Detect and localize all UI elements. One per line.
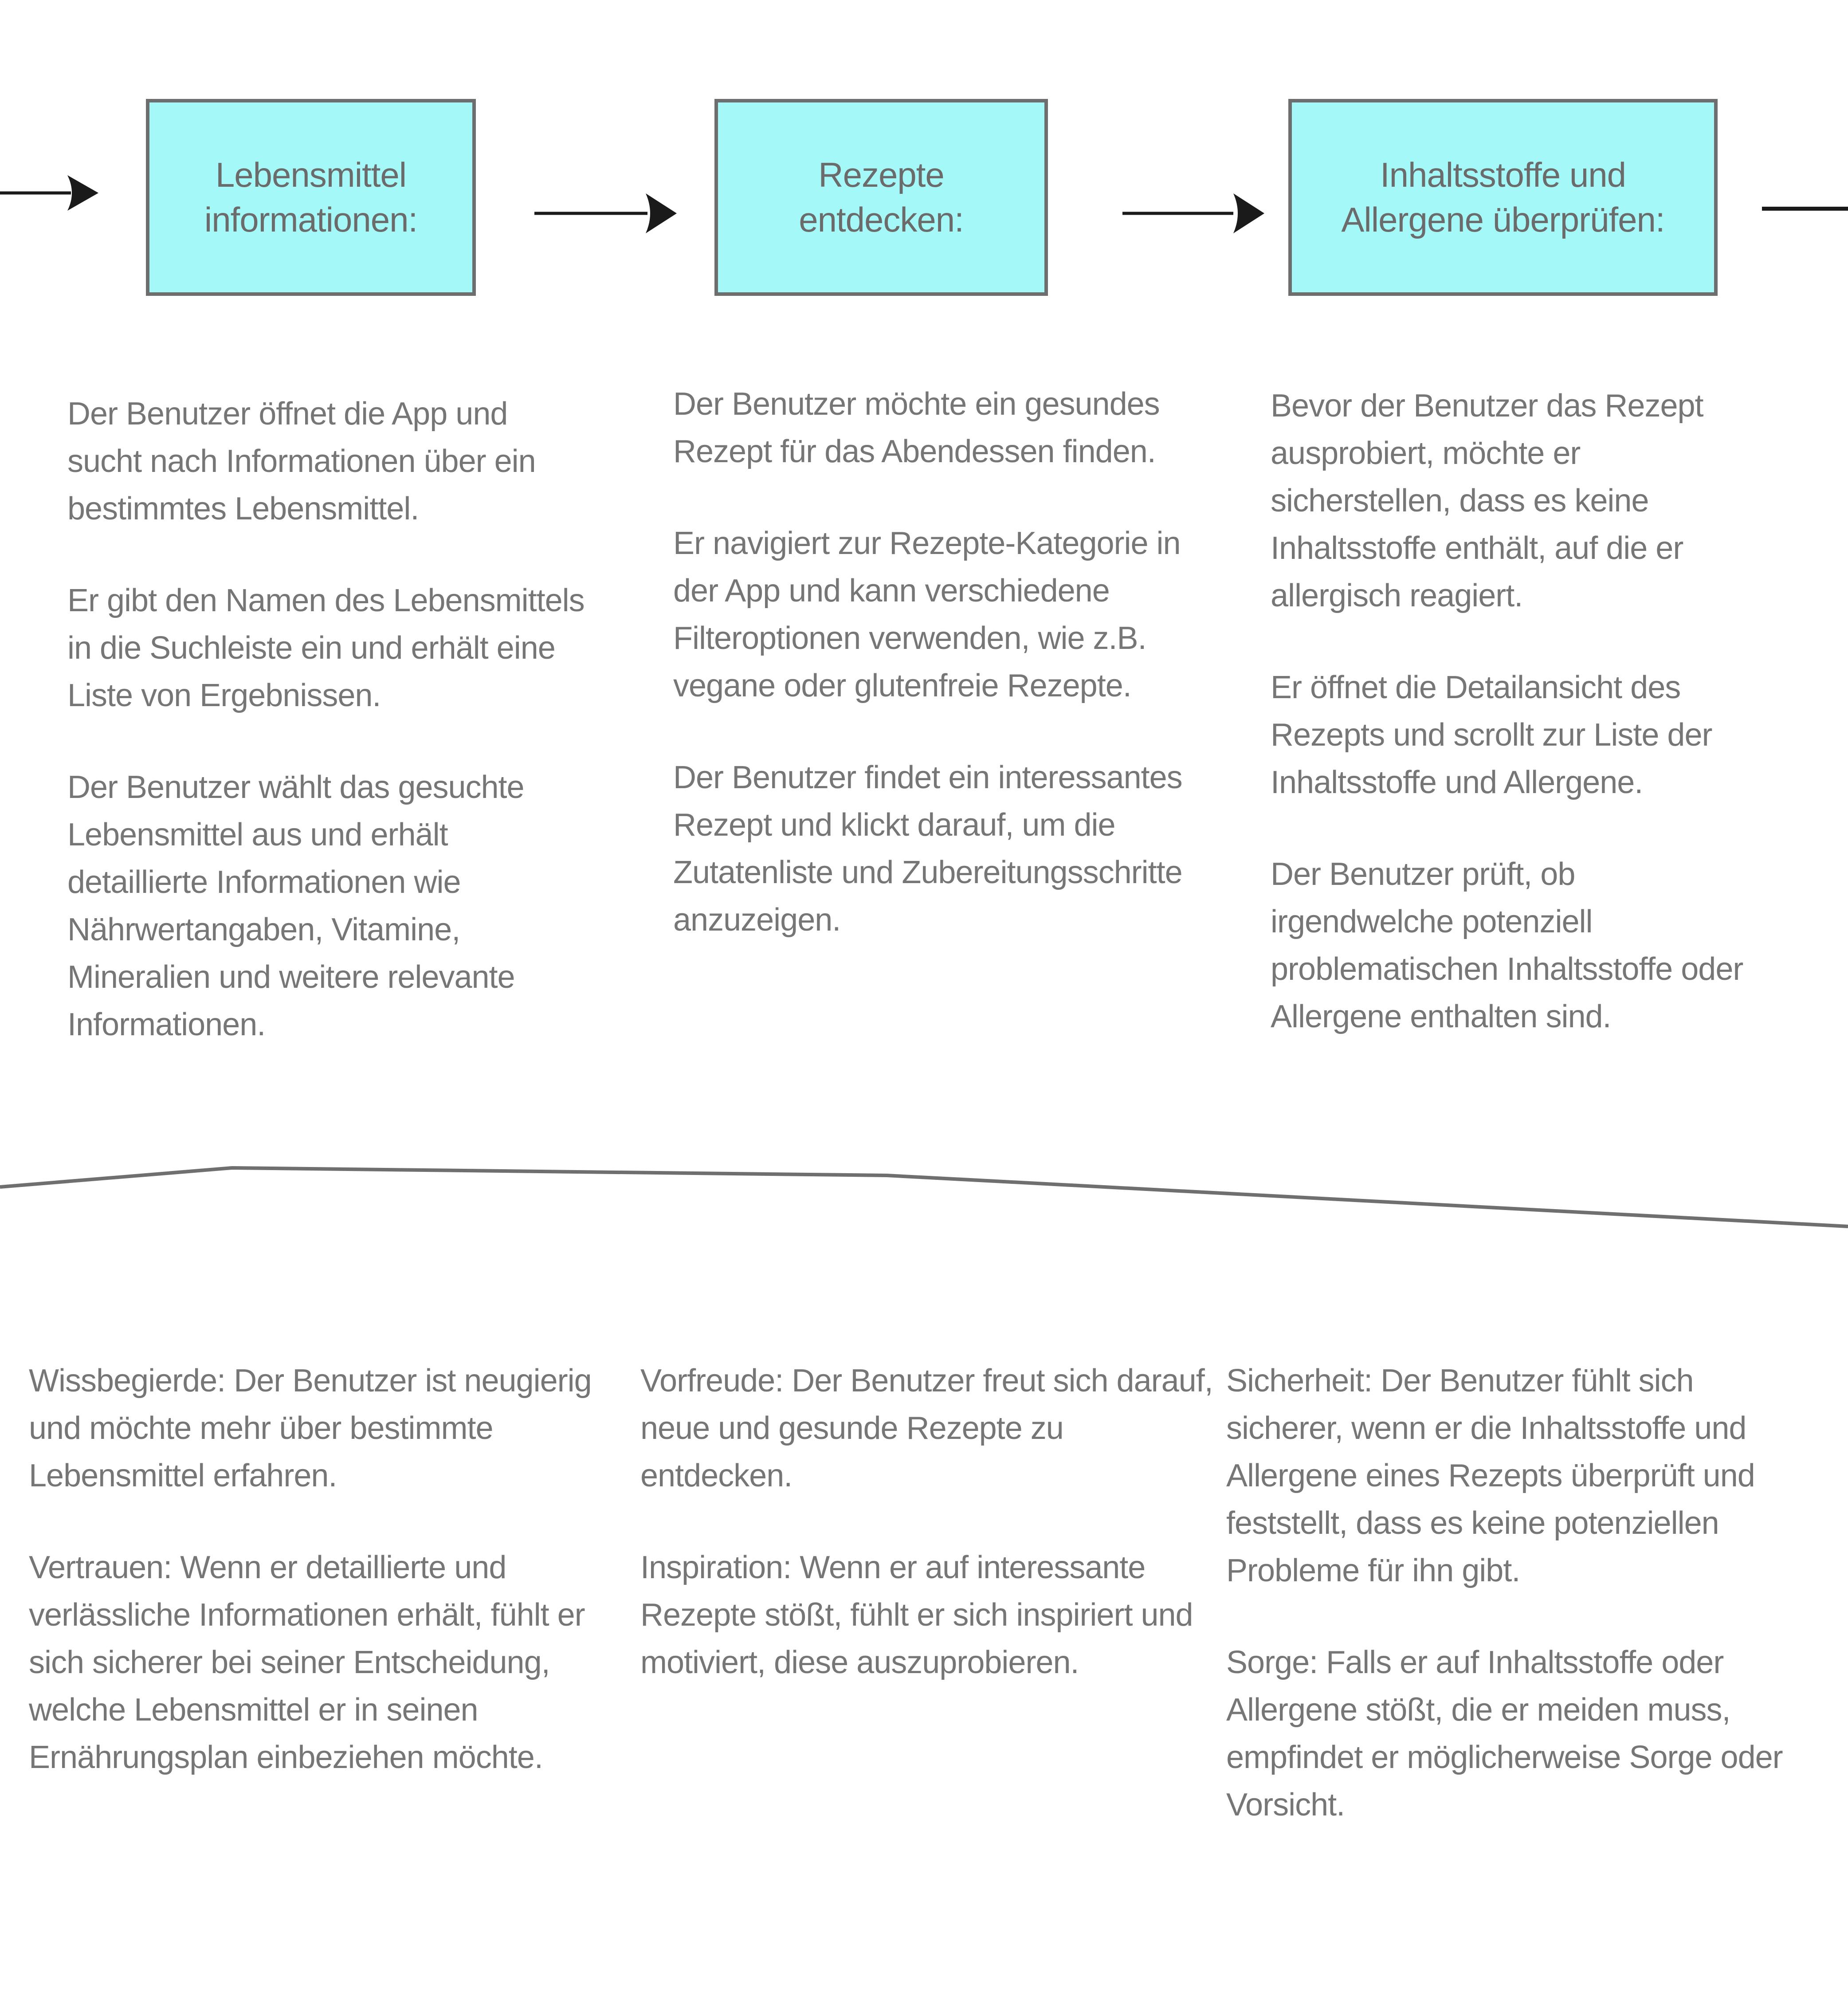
- emotion-column-2: Vorfreude: Der Benutzer freut sich darau…: [640, 1357, 1221, 1686]
- emotion-text: Sicherheit: Der Benutzer fühlt sich sich…: [1226, 1363, 1755, 1588]
- step-paragraph: Er navigiert zur Rezepte-Kategorie in de…: [673, 526, 1181, 703]
- step-description-column-1: Der Benutzer öffnet die App und sucht na…: [67, 390, 586, 1049]
- step-paragraph: Der Benutzer möchte ein gesundes Rezept …: [673, 386, 1160, 469]
- emotion-text: Inspiration: Wenn er auf interessante Re…: [640, 1550, 1193, 1680]
- emotion-text: Sorge: Falls er auf Inhaltsstoffe oder A…: [1226, 1645, 1783, 1823]
- step-title-line: Inhaltsstoffe und: [1380, 155, 1626, 194]
- step-box-inhaltsstoffe-allergene: Inhaltsstoffe und Allergene überprüfen:: [1288, 99, 1718, 296]
- step-paragraph: Er gibt den Namen des Lebensmittels in d…: [67, 583, 585, 713]
- step-paragraph: Der Benutzer prüft, ob irgendwelche pote…: [1271, 857, 1743, 1034]
- step-title-line: informationen:: [204, 200, 418, 239]
- flow-arrow-step2-step3-icon: [1122, 193, 1264, 233]
- step-paragraph: Er öffnet die Detailansicht des Rezepts …: [1271, 670, 1712, 800]
- step-box-rezepte-entdecken: Rezepte entdecken:: [714, 99, 1048, 296]
- emotion-column-1: Wissbegierde: Der Benutzer ist neugierig…: [29, 1357, 625, 1781]
- emotion-text: Vorfreude: Der Benutzer freut sich darau…: [640, 1363, 1213, 1493]
- emotion-text: Wissbegierde: Der Benutzer ist neugierig…: [29, 1363, 592, 1493]
- step-paragraph: Der Benutzer öffnet die App und sucht na…: [67, 396, 536, 527]
- step-title-line: entdecken:: [799, 200, 964, 239]
- step-paragraph: Der Benutzer findet ein interessantes Re…: [673, 760, 1183, 938]
- flow-arrow-step1-step2-icon: [534, 193, 677, 233]
- flow-line-outgoing: [1762, 207, 1848, 211]
- emotion-text: Vertrauen: Wenn er detaillierte und verl…: [29, 1550, 585, 1775]
- step-paragraph: Der Benutzer wählt das gesuchte Lebensmi…: [67, 770, 525, 1042]
- step-title-line: Allergene überprüfen:: [1341, 200, 1665, 239]
- step-paragraph: Bevor der Benutzer das Rezept ausprobier…: [1271, 388, 1704, 613]
- section-divider-line: [0, 1166, 1848, 1228]
- emotion-column-3: Sicherheit: Der Benutzer fühlt sich sich…: [1226, 1357, 1816, 1829]
- step-description-column-3: Bevor der Benutzer das Rezept ausprobier…: [1271, 382, 1763, 1041]
- flow-arrow-incoming-icon: [0, 175, 98, 211]
- step-description-column-2: Der Benutzer möchte ein gesundes Rezept …: [673, 381, 1183, 944]
- step-title-line: Lebensmittel: [215, 155, 407, 194]
- step-box-lebensmittelinformationen: Lebensmittel informationen:: [146, 99, 476, 296]
- step-title-line: Rezepte: [818, 155, 945, 194]
